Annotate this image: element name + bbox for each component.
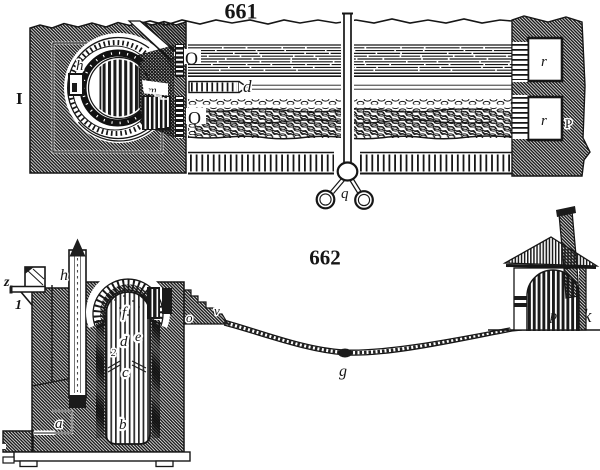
svg-text:661: 661 bbox=[225, 0, 258, 24]
svg-text:r: r bbox=[541, 113, 547, 129]
svg-text:1: 1 bbox=[15, 298, 22, 313]
svg-text:e: e bbox=[135, 330, 141, 345]
svg-text:d: d bbox=[243, 77, 252, 96]
svg-text:c: c bbox=[122, 365, 129, 381]
svg-text:p: p bbox=[549, 309, 557, 324]
svg-text:b: b bbox=[119, 417, 127, 433]
svg-text:h: h bbox=[76, 58, 84, 74]
svg-text:v: v bbox=[214, 303, 220, 318]
svg-text:a: a bbox=[55, 416, 63, 432]
svg-text:d: d bbox=[120, 334, 128, 350]
svg-text:662: 662 bbox=[309, 246, 341, 270]
svg-text:f: f bbox=[122, 305, 128, 321]
svg-text:h: h bbox=[60, 267, 68, 284]
svg-text:2: 2 bbox=[111, 348, 116, 359]
svg-text:P: P bbox=[565, 116, 572, 131]
svg-text:r: r bbox=[541, 54, 547, 70]
svg-text:k: k bbox=[583, 306, 592, 327]
svg-text:g: g bbox=[339, 363, 347, 380]
svg-text:z: z bbox=[3, 275, 10, 290]
svg-text:O: O bbox=[188, 108, 201, 128]
svg-text:q: q bbox=[341, 186, 349, 202]
svg-text:I: I bbox=[16, 89, 23, 108]
svg-text:o: o bbox=[186, 310, 193, 325]
svg-text:O: O bbox=[185, 49, 198, 69]
svg-text:m: m bbox=[148, 83, 157, 97]
